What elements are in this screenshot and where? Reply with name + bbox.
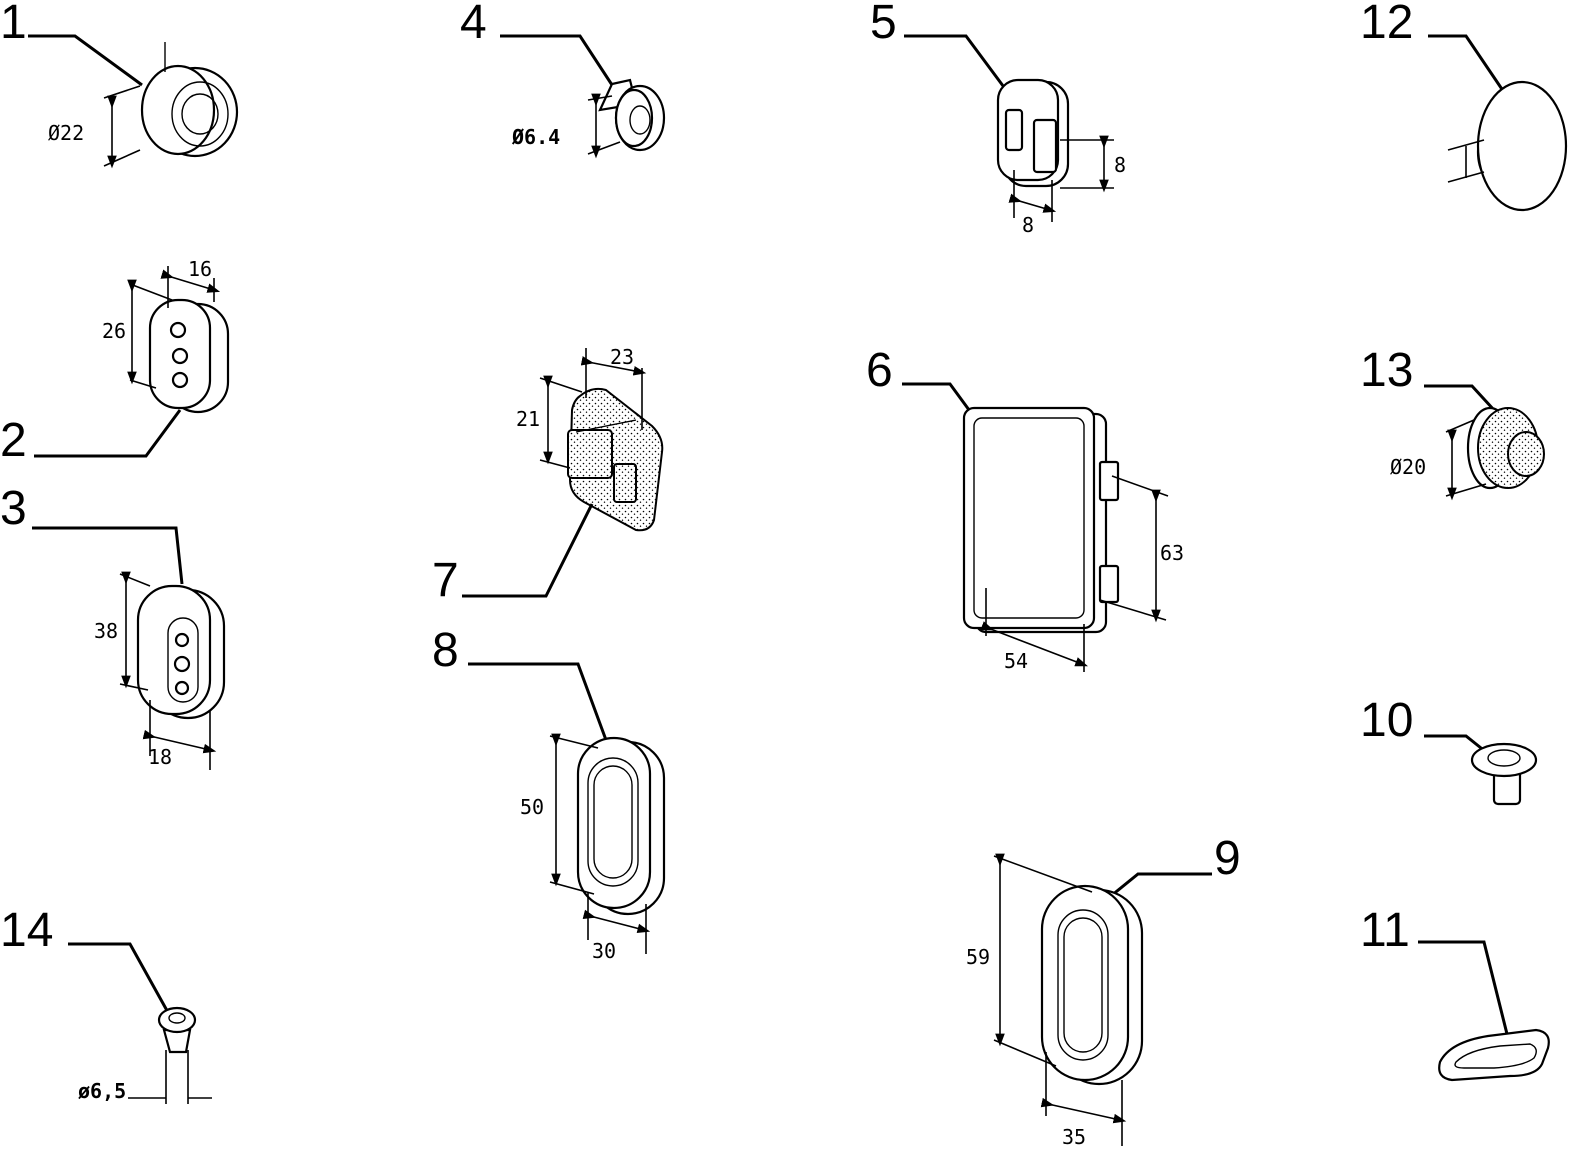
callout-9: 9 <box>1214 832 1241 885</box>
dim-p6-width: 54 <box>1004 649 1028 673</box>
part-5-clip: 5 8 8 <box>870 0 1126 237</box>
dim-p9-width: 35 <box>1062 1125 1086 1149</box>
dim-p8-height: 50 <box>520 795 544 819</box>
callout-3: 3 <box>0 482 27 535</box>
part-6-cover: 6 63 54 <box>866 344 1184 673</box>
part-12-cap: 12 <box>1360 0 1568 212</box>
dim-p5-height: 8 <box>1114 153 1126 177</box>
dim-p5-width: 8 <box>1022 213 1034 237</box>
callout-10: 10 <box>1360 694 1413 747</box>
part-11-plug: 11 <box>1360 904 1550 1082</box>
dim-p2-height: 26 <box>102 319 126 343</box>
dim-p9-height: 59 <box>966 945 990 969</box>
callout-11: 11 <box>1360 904 1410 957</box>
dim-p3-width: 18 <box>148 745 172 769</box>
part-7-clip: 23 21 7 <box>432 345 664 607</box>
part-4-clip: 4 Ø6.4 <box>460 0 666 159</box>
callout-6: 6 <box>866 344 893 397</box>
part-1-grommet: 1 Ø22 <box>0 0 239 169</box>
callout-7: 7 <box>432 554 459 607</box>
part-2-grommet: 26 16 2 <box>0 257 230 467</box>
part-10-plug: 10 <box>1360 694 1538 806</box>
callout-4: 4 <box>460 0 487 49</box>
dim-p2-width: 16 <box>188 257 212 281</box>
callout-1: 1 <box>0 0 27 49</box>
part-8-grommet: 8 50 30 <box>432 624 666 963</box>
dim-p4-diameter: Ø6.4 <box>511 125 560 149</box>
part-13-plug: 13 Ø20 <box>1360 344 1545 501</box>
callout-2: 2 <box>0 414 27 467</box>
dim-p7-height: 21 <box>516 407 540 431</box>
dim-p7-width: 23 <box>610 345 634 369</box>
dim-p6-height: 63 <box>1160 541 1184 565</box>
dim-p14-diameter: ø6,5 <box>78 1079 126 1103</box>
part-14-clip: 14 ø6,5 <box>0 904 212 1104</box>
part-3-grommet: 3 38 18 <box>0 482 226 770</box>
part-9-grommet: 9 59 35 <box>966 832 1241 1149</box>
callout-5: 5 <box>870 0 897 49</box>
callout-8: 8 <box>432 624 459 677</box>
dim-p1-diameter: Ø22 <box>48 121 84 145</box>
dim-p8-width: 30 <box>592 939 616 963</box>
dim-p3-height: 38 <box>94 619 118 643</box>
callout-12: 12 <box>1360 0 1413 49</box>
dim-p13-diameter: Ø20 <box>1390 455 1426 479</box>
callout-13: 13 <box>1360 344 1413 397</box>
callout-14: 14 <box>0 904 53 957</box>
